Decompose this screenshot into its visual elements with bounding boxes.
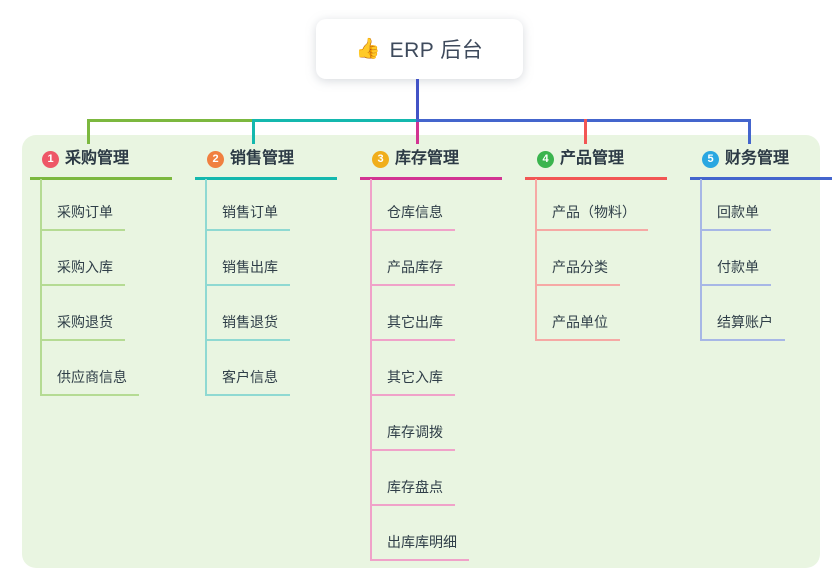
child-node[interactable]: 库存调拨 xyxy=(370,422,455,451)
root-connector-line xyxy=(416,79,419,120)
child-node[interactable]: 供应商信息 xyxy=(40,367,139,396)
branch-children-line xyxy=(700,179,702,341)
branch-number-badge: 4 xyxy=(537,150,554,168)
branch-number-badge: 5 xyxy=(702,150,719,168)
branch-title: 产品管理 xyxy=(560,150,625,167)
branch-column-inventory: 3 库存管理 仓库信息 产品库存 其它出库 其它入库 库存调拨 库存盘点 出库库… xyxy=(360,0,525,588)
child-node[interactable]: 销售订单 xyxy=(205,202,290,231)
branch-children-line xyxy=(205,179,207,396)
connector-segment-sales xyxy=(252,119,418,122)
connector-segment-purchase xyxy=(87,119,254,122)
child-node[interactable]: 其它入库 xyxy=(370,367,455,396)
root-node[interactable]: 👍 ERP 后台 xyxy=(316,19,523,79)
drop-line-inventory xyxy=(416,122,419,144)
child-node[interactable]: 客户信息 xyxy=(205,367,290,396)
branch-header-finance[interactable]: 5 财务管理 xyxy=(690,149,832,180)
branch-column-purchase: 1 采购管理 采购订单 采购入库 采购退货 供应商信息 xyxy=(30,0,195,588)
branch-column-finance: 5 财务管理 回款单 付款单 结算账户 xyxy=(690,0,839,588)
child-node[interactable]: 销售退货 xyxy=(205,312,290,341)
child-node[interactable]: 采购退货 xyxy=(40,312,125,341)
branch-title: 销售管理 xyxy=(230,150,295,167)
child-node[interactable]: 付款单 xyxy=(700,257,771,286)
branch-title: 采购管理 xyxy=(65,150,130,167)
branch-title: 库存管理 xyxy=(395,150,460,167)
branch-title: 财务管理 xyxy=(725,150,790,167)
child-node[interactable]: 产品分类 xyxy=(535,257,620,286)
child-node[interactable]: 产品（物料） xyxy=(535,202,648,231)
connector-segment-finance xyxy=(416,119,751,122)
branch-children-line xyxy=(535,179,537,341)
child-node[interactable]: 其它出库 xyxy=(370,312,455,341)
child-node[interactable]: 产品单位 xyxy=(535,312,620,341)
branch-number-badge: 2 xyxy=(207,150,224,168)
branch-children-line xyxy=(40,179,42,396)
child-node[interactable]: 回款单 xyxy=(700,202,771,231)
child-node[interactable]: 出库库明细 xyxy=(370,532,469,561)
child-node[interactable]: 采购入库 xyxy=(40,257,125,286)
drop-line-product xyxy=(584,119,587,144)
branch-header-sales[interactable]: 2 销售管理 xyxy=(195,149,337,180)
branch-header-purchase[interactable]: 1 采购管理 xyxy=(30,149,172,180)
child-node[interactable]: 产品库存 xyxy=(370,257,455,286)
branch-header-product[interactable]: 4 产品管理 xyxy=(525,149,667,180)
branch-number-badge: 3 xyxy=(372,150,389,168)
thumbs-up-icon: 👍 xyxy=(355,38,381,60)
child-node[interactable]: 结算账户 xyxy=(700,312,785,341)
drop-line-purchase xyxy=(87,119,90,144)
child-node[interactable]: 销售出库 xyxy=(205,257,290,286)
child-node[interactable]: 库存盘点 xyxy=(370,477,455,506)
root-title: ERP 后台 xyxy=(389,39,484,62)
child-node[interactable]: 仓库信息 xyxy=(370,202,455,231)
drop-line-sales xyxy=(252,119,255,144)
branches-panel xyxy=(22,135,820,568)
branch-number-badge: 1 xyxy=(42,150,59,168)
branch-children-line xyxy=(370,179,372,561)
branch-column-product: 4 产品管理 产品（物料） 产品分类 产品单位 xyxy=(525,0,690,588)
branch-column-sales: 2 销售管理 销售订单 销售出库 销售退货 客户信息 xyxy=(195,0,360,588)
branch-header-inventory[interactable]: 3 库存管理 xyxy=(360,149,502,180)
drop-line-finance xyxy=(748,119,751,144)
child-node[interactable]: 采购订单 xyxy=(40,202,125,231)
